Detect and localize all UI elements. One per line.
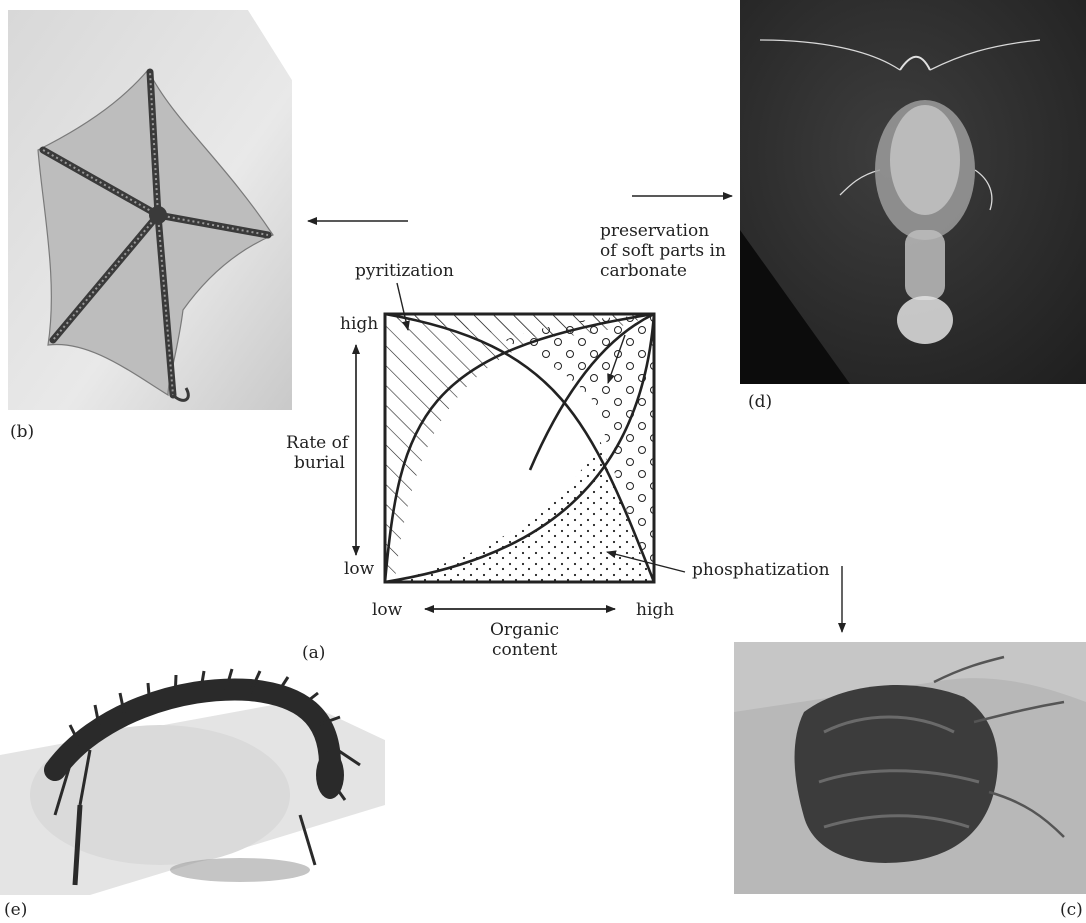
region-label-phosphatization: phosphatization bbox=[692, 560, 830, 580]
region-label-carbonate-3: carbonate bbox=[600, 261, 687, 281]
panel-label-e: (e) bbox=[4, 900, 27, 920]
curve-mid bbox=[530, 314, 654, 470]
x-axis-label-1: Organic bbox=[490, 620, 559, 640]
panel-label-b: (b) bbox=[10, 422, 34, 442]
photo-b-starfish bbox=[8, 10, 292, 410]
panel-label-d: (d) bbox=[748, 392, 772, 412]
y-axis-label-1: Rate of bbox=[286, 433, 348, 453]
x-tick-high: high bbox=[636, 600, 674, 620]
x-axis-label-2: content bbox=[492, 640, 557, 660]
y-tick-low: low bbox=[344, 559, 374, 579]
region-label-carbonate-1: preservation bbox=[600, 221, 709, 241]
y-axis-label-2: burial bbox=[294, 453, 345, 473]
panel-label-c: (c) bbox=[1060, 900, 1083, 920]
curve-lower bbox=[385, 314, 654, 582]
curve-convex bbox=[385, 314, 654, 582]
region-label-carbonate-2: of soft parts in bbox=[600, 241, 726, 261]
photo-c-crustacean bbox=[734, 642, 1086, 894]
photo-e-centipede bbox=[0, 655, 385, 895]
region-label-pyritization: pyritization bbox=[355, 261, 454, 281]
x-tick-low: low bbox=[372, 600, 402, 620]
panel-label-a: (a) bbox=[302, 643, 325, 663]
curve-concave bbox=[385, 314, 654, 582]
y-tick-high: high bbox=[340, 314, 378, 334]
photo-d-shrimp bbox=[740, 0, 1086, 384]
